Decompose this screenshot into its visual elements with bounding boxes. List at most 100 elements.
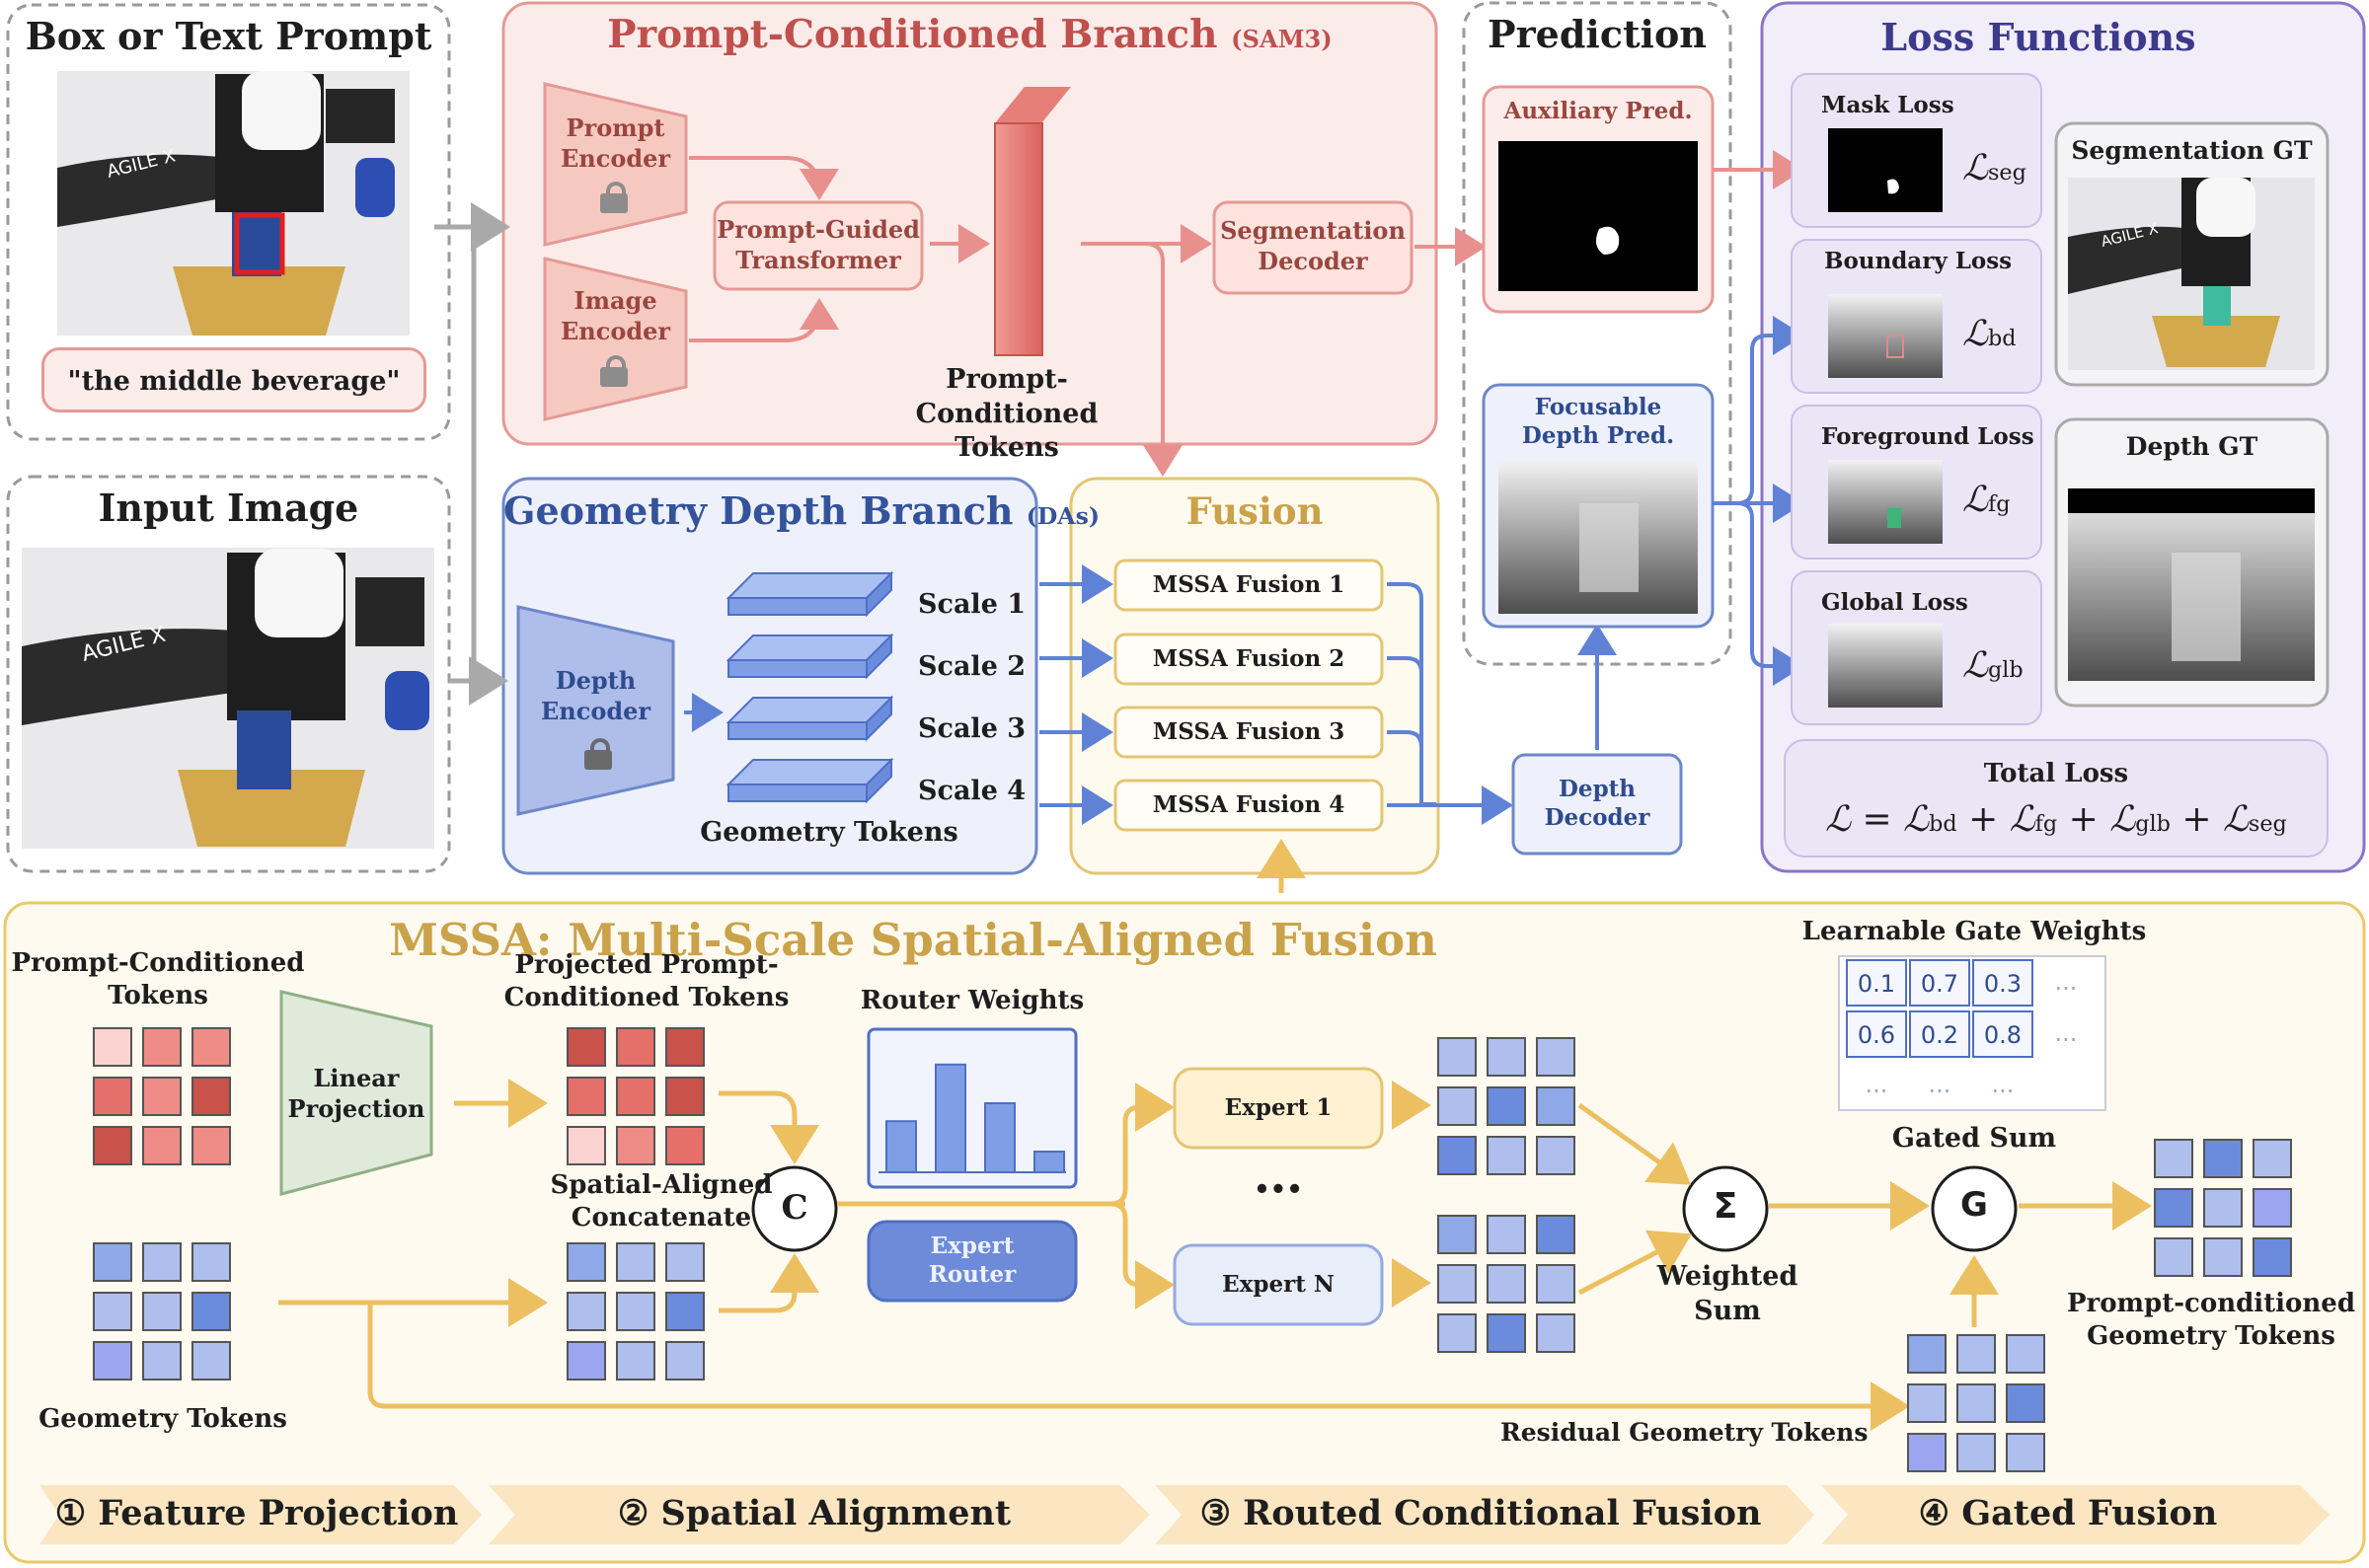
token-cell	[1437, 1264, 1477, 1304]
weighted-sum-label: Weighted Sum	[1656, 1261, 1798, 1326]
gate-weight-cell: 0.3	[1972, 959, 2033, 1007]
scale-2-label: Scale 2	[918, 651, 1027, 682]
total-loss-equation: ℒ = ℒbd + ℒfg + ℒglb + ℒseg	[1825, 799, 2287, 840]
gate-weight-cell: 0.1	[1846, 959, 1907, 1007]
seg-decoder-shape	[1212, 200, 1414, 295]
token-cell	[616, 1077, 655, 1116]
prompt-text-box	[41, 347, 426, 412]
token-cell	[1487, 1086, 1526, 1126]
linear-projection-shape	[279, 990, 433, 1196]
stage-3-label: ③ Routed Conditional Fusion	[1199, 1493, 1762, 1533]
token-cell	[2253, 1237, 2292, 1277]
token-cell	[665, 1126, 705, 1165]
image-panel-title: Input Image	[98, 485, 359, 530]
token-cell	[191, 1077, 231, 1116]
arrow-input-to-branches	[449, 202, 510, 684]
residual-tokens-grid	[1907, 1334, 2045, 1472]
expert-n-box	[1173, 1243, 1384, 1326]
gated-sum-label: Gated Sum	[1891, 1123, 2057, 1154]
depth-encoder-label: Depth Encoder	[540, 666, 651, 725]
lock-icon	[600, 182, 628, 213]
stage-2-chevron	[489, 1485, 1150, 1544]
prompt-branch-title: Prompt-Conditioned Branch (SAM3)	[607, 12, 1333, 57]
input-photo: AGILE X	[22, 548, 434, 849]
token-cell	[2154, 1188, 2193, 1228]
token-cell	[142, 1341, 182, 1381]
token-cell	[1536, 1313, 1575, 1353]
token-cell	[616, 1341, 655, 1381]
expert-1-output-grid	[1437, 1037, 1575, 1175]
token-cell	[191, 1292, 231, 1331]
token-cell	[93, 1341, 132, 1381]
mssa-pc-tokens-label: Prompt-Conditioned Tokens	[11, 948, 305, 1011]
aux-pred-image	[1498, 141, 1698, 291]
aligned-geometry-grid	[567, 1242, 705, 1381]
token-cell	[567, 1292, 606, 1331]
mssa-fusion-4-label: MSSA Fusion 4	[1152, 791, 1345, 818]
token-cell	[665, 1341, 705, 1381]
gate-symbol: G	[1960, 1185, 1988, 1225]
token-cell	[1437, 1215, 1477, 1254]
token-cell	[2006, 1334, 2045, 1374]
lock-icon	[600, 355, 628, 387]
stage-2-label: ② Spatial Alignment	[617, 1493, 1012, 1533]
token-cell	[142, 1242, 182, 1282]
scale-1-label: Scale 1	[918, 589, 1027, 620]
fusion-title: Fusion	[1185, 489, 1324, 533]
gate-weight-cell: 0.8	[1972, 1010, 2033, 1058]
mssa-fusion-2-box	[1113, 633, 1384, 686]
gate-weight-cell: 0.7	[1909, 959, 1970, 1007]
token-cell	[567, 1077, 606, 1116]
boundary-loss-label: Boundary Loss	[1824, 248, 2013, 274]
mask-loss-label: Mask Loss	[1821, 92, 1954, 118]
mssa-fusion-1-label: MSSA Fusion 1	[1152, 571, 1345, 598]
token-cell	[2154, 1237, 2193, 1277]
aux-pred-label: Auxiliary Pred.	[1503, 98, 1693, 124]
token-cell	[567, 1126, 606, 1165]
token-cell	[191, 1242, 231, 1282]
token-grids	[93, 1027, 2292, 1472]
mssa-title: MSSA: Multi-Scale Spatial-Aligned Fusion	[389, 914, 1437, 966]
gate-weight-cell: 0.6	[1846, 1010, 1907, 1058]
token-cell	[93, 1027, 132, 1067]
expert-router-label: Expert Router	[928, 1232, 1017, 1289]
linear-projection-label: Linear Projection	[287, 1064, 425, 1123]
token-cell	[93, 1077, 132, 1116]
router-weight-bar	[885, 1120, 917, 1173]
mssa-fusion-1-box	[1113, 559, 1384, 612]
token-cell	[616, 1292, 655, 1331]
token-cell	[191, 1341, 231, 1381]
token-cell	[567, 1341, 606, 1381]
mssa-fusion-2-label: MSSA Fusion 2	[1152, 645, 1345, 672]
depth-decoder-box	[1511, 753, 1683, 856]
expert-router-box	[867, 1220, 1078, 1303]
prompt-tokens-label: Prompt-Conditioned Tokens	[915, 364, 1099, 464]
token-cell	[1487, 1264, 1526, 1304]
token-cell	[142, 1027, 182, 1067]
depth-gt-label: Depth GT	[2125, 432, 2258, 461]
token-cell	[142, 1077, 182, 1116]
projected-tokens-grid	[567, 1027, 705, 1165]
token-cell	[567, 1027, 606, 1067]
token-cell	[93, 1126, 132, 1165]
gate-weight-cell: 0.2	[1909, 1010, 1970, 1058]
geometry-tokens-grid	[93, 1242, 231, 1381]
router-weights-box	[867, 1027, 1078, 1189]
prompt-tokens-grid	[93, 1027, 231, 1165]
token-cell	[665, 1077, 705, 1116]
router-weight-bar	[1033, 1151, 1065, 1173]
total-loss-title: Total Loss	[1983, 759, 2129, 788]
expert-1-box	[1173, 1067, 1384, 1150]
token-cell	[616, 1126, 655, 1165]
image-encoder-shape	[543, 257, 688, 421]
gate-node	[1931, 1165, 2018, 1252]
token-cell	[2154, 1139, 2193, 1178]
token-cell	[1956, 1334, 1996, 1374]
token-cell	[2253, 1139, 2292, 1178]
scale-3-label: Scale 3	[918, 713, 1027, 744]
token-cell	[567, 1242, 606, 1282]
stage-1-chevron	[39, 1485, 482, 1544]
token-cell	[1536, 1215, 1575, 1254]
prompt-panel-title: Box or Text Prompt	[25, 14, 432, 58]
concat-symbol: C	[781, 1188, 808, 1228]
